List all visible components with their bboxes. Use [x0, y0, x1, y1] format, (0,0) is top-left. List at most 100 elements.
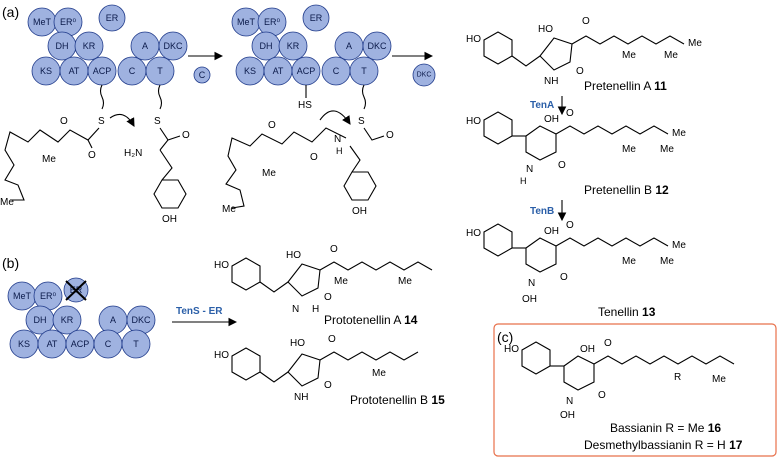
r-group-label: R	[674, 372, 681, 383]
domain-a-label: A	[346, 41, 352, 51]
hydroxyl-label: HO	[466, 34, 481, 45]
domain-er	[98, 4, 126, 32]
structure-pretenellin-b: HO OH N H O O Me Me Me	[466, 108, 686, 186]
domain-c-label: C	[105, 339, 112, 349]
sulfur-label: S	[98, 116, 105, 127]
thiol-label: HS	[298, 100, 312, 111]
structure-prototenellin-a: HO HO N H O O Me Me	[214, 244, 433, 315]
oxygen-label: O	[560, 272, 568, 283]
amine-label: H₂N	[124, 148, 142, 159]
free-dkc-label: DKC	[417, 72, 432, 79]
methyl-label: Me	[622, 256, 636, 267]
structure-pretenellin-a: HO HO NH O O Me Me Me	[466, 16, 702, 87]
amide-intermediate: HS S O O O N H Me Me OH	[222, 84, 394, 217]
methyl-label: Me	[222, 204, 236, 215]
domain-acp-label: ACP	[297, 66, 316, 76]
domain-a-label: A	[142, 41, 148, 51]
hydroxyl-label: OH	[580, 344, 595, 355]
methyl-label: Me	[712, 374, 726, 385]
methyl-label: Me	[672, 240, 686, 251]
sulfur-label: S	[154, 116, 161, 127]
methyl-label: Me	[334, 276, 348, 287]
domain-er-label: ER	[310, 13, 323, 23]
methyl-label: Me	[664, 50, 678, 61]
oxygen-label: O	[330, 244, 338, 255]
domain-er	[302, 4, 330, 32]
oxygen-label: O	[268, 120, 276, 131]
hydroxyl-label: HO	[466, 116, 481, 127]
enzyme-complex-2: MeT ER⁰ ER DH KR KS AT ACP A DKC C T	[231, 4, 392, 86]
domain-kr-label: KR	[61, 315, 74, 325]
hydroxyl-label: HO	[466, 228, 481, 239]
hydroxyl-label: OH	[522, 294, 537, 305]
structure-tenellin: HO OH N OH O O Me Me Me	[466, 220, 686, 305]
free-dkc-domain	[412, 63, 436, 87]
hydrogen-label: H	[336, 146, 343, 156]
methyl-label: Me	[688, 38, 702, 49]
hydrogen-label: H	[312, 304, 319, 315]
methyl-label: Me	[622, 144, 636, 155]
enzyme-tena: TenA	[530, 100, 554, 111]
enzyme-complex-3: MeT ER⁰ ER DH KR KS AT ACP A DKC C T	[7, 277, 156, 359]
acp-bound-polyketide-1: S O O Me Me	[0, 84, 135, 208]
domain-kr	[74, 31, 104, 61]
oxygen-label: O	[60, 116, 68, 127]
domain-ks-label: KS	[40, 66, 52, 76]
domain-met-label: MeT	[13, 291, 32, 301]
structure-prototenellin-b: HO HO NH O O Me	[214, 334, 419, 403]
hydroxyl-label: OH	[352, 206, 367, 217]
domain-dkc	[362, 31, 392, 61]
deletion-cross-icon	[65, 280, 87, 301]
nitrogen-label: N	[566, 396, 573, 407]
hydroxyl-label: HO	[214, 350, 229, 361]
hydroxyl-label: OH	[544, 114, 559, 125]
oxygen-label: O	[88, 150, 96, 161]
hydrogen-label: H	[520, 176, 527, 186]
domain-at-label: AT	[69, 66, 80, 76]
oxygen-label: O	[328, 334, 336, 345]
oxygen-label: O	[558, 160, 566, 171]
domain-dh-label: DH	[260, 41, 273, 51]
nh-label: NH	[294, 392, 308, 403]
hydroxyl-label: HO	[504, 344, 519, 355]
oxygen-label: O	[576, 66, 584, 77]
desmethylbassianin-label: Desmethylbassianin R = H 17	[584, 438, 743, 452]
pretenellin-a-label: Pretenellin A 11	[584, 79, 667, 93]
domain-met-label: MeT	[237, 17, 256, 27]
oxygen-label: O	[324, 380, 332, 391]
methyl-label: Me	[398, 276, 412, 287]
domain-ero-label: ER⁰	[40, 291, 57, 301]
methyl-label: Me	[622, 50, 636, 61]
domain-dkc-label: DKC	[131, 315, 151, 325]
enzyme-tens-er: TenS - ER	[176, 306, 223, 317]
nitrogen-label: N	[528, 278, 535, 289]
hydroxyl-label: HO	[538, 24, 553, 35]
oxygen-label: O	[566, 108, 574, 119]
free-c-domain	[193, 66, 211, 84]
methyl-label: Me	[660, 256, 674, 267]
domain-kr	[52, 305, 82, 335]
methyl-label: Me	[372, 368, 386, 379]
domain-t-label: T	[133, 339, 139, 349]
domain-kr	[278, 31, 308, 61]
hydroxyl-label: HO	[214, 260, 229, 271]
domain-acp-label: ACP	[71, 339, 90, 349]
panel-label-a: (a)	[2, 4, 19, 20]
oxygen-label: O	[310, 152, 318, 163]
oxygen-label: O	[324, 292, 332, 303]
free-c-label: C	[199, 70, 206, 80]
domain-dkc-label: DKC	[367, 41, 387, 51]
nh-label: NH	[544, 76, 558, 87]
hydroxyl-label: HO	[290, 338, 305, 349]
enzyme-tenb: TenB	[530, 206, 554, 217]
domain-acp-label: ACP	[93, 66, 112, 76]
pretenellin-b-label: Pretenellin B 12	[584, 183, 669, 197]
oxygen-label: O	[386, 130, 394, 141]
hydroxyl-label: OH	[544, 226, 559, 237]
methyl-label: Me	[660, 144, 674, 155]
panel-c-box	[493, 323, 777, 457]
methyl-label: Me	[42, 154, 56, 165]
domain-t-label: T	[157, 66, 163, 76]
sulfur-label: S	[358, 116, 365, 127]
